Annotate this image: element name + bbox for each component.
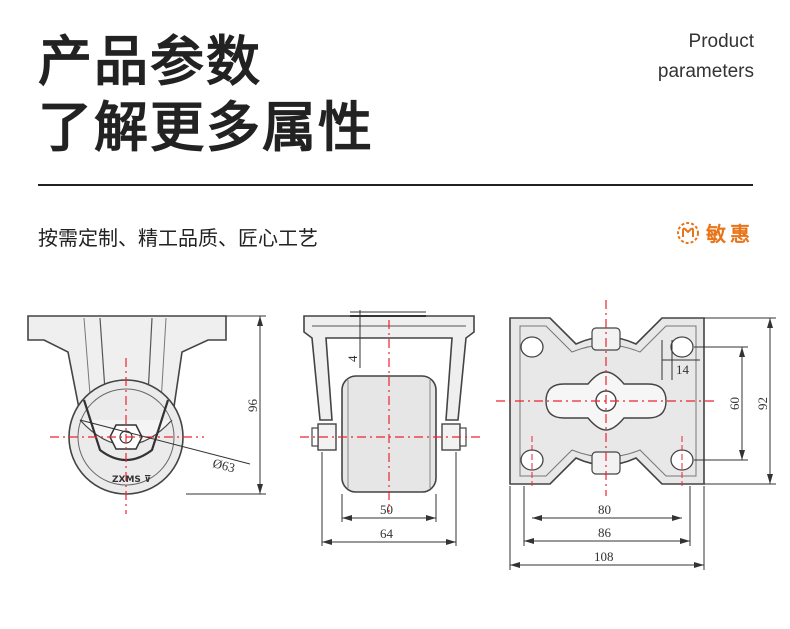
- brand: 敏惠: [676, 218, 754, 247]
- wheel-mark: ZXMS ⊽: [112, 475, 151, 485]
- dim-plate-inner-width: 86: [598, 525, 612, 540]
- dim-total-width: 64: [380, 526, 394, 541]
- dim-wheel-width: 50: [380, 502, 393, 517]
- page-subtitle: 了解更多属性: [38, 96, 374, 159]
- dim-plate-height: 92: [755, 397, 770, 410]
- brand-logo-icon: [677, 221, 699, 244]
- dim-plate-width: 108: [594, 549, 614, 564]
- dim-hole-spacing-h: 80: [598, 502, 611, 517]
- page-title: 产品参数: [38, 30, 262, 93]
- brand-name: 敏惠: [706, 222, 754, 246]
- dim-hole-spacing-v: 60: [727, 397, 742, 410]
- front-view: 4 50 64: [300, 310, 480, 546]
- dim-side-height: 96: [245, 399, 260, 413]
- side-view: ZXMS ⊽ Ø63 96: [27, 315, 266, 514]
- dim-wheel-diameter: Ø63: [211, 455, 236, 475]
- plate-view: 14 60 92 80 86 108: [496, 300, 776, 570]
- divider: [38, 184, 753, 186]
- dim-plate-thickness: 4: [345, 355, 360, 362]
- english-title-line2: parameters: [657, 61, 754, 82]
- english-title-line1: Product: [688, 31, 754, 52]
- slogan: 按需定制、精工品质、匠心工艺: [38, 226, 318, 250]
- dim-hole-offset: 14: [676, 362, 690, 377]
